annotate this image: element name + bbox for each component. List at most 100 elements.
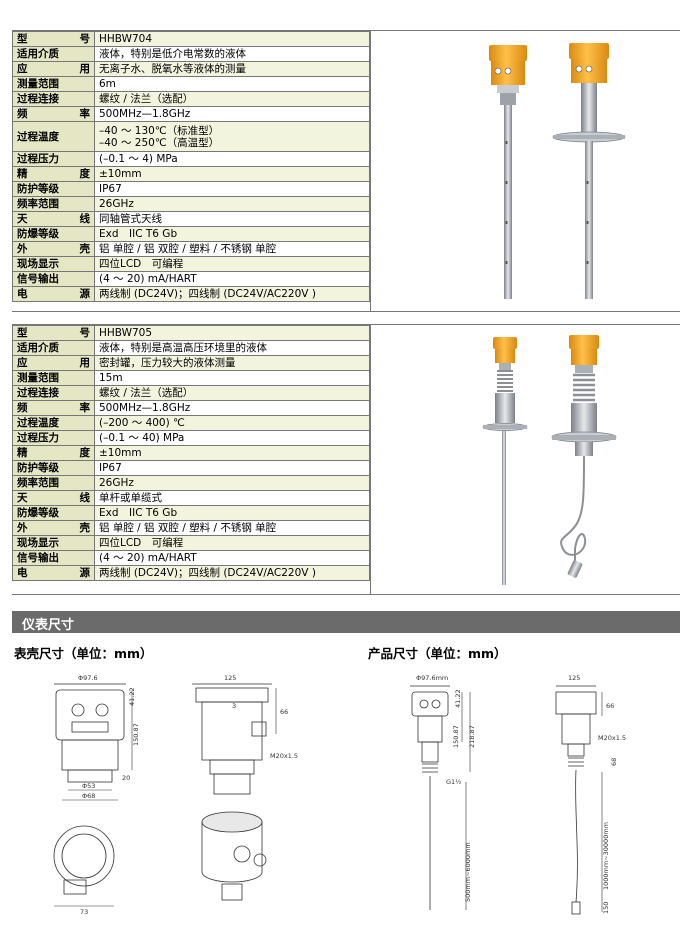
spec-value: (–200 ～ 400) ℃ [94,415,370,431]
gauge-flanged [552,43,626,299]
spec-value: 单杆或单缆式 [94,490,370,506]
product-rod-drawing [410,685,471,910]
spec-value: 同轴管式天线 [94,211,370,227]
dim-label: Φ68 [82,792,95,800]
product-cable-drawing [555,685,603,915]
dim-label: 3 [232,702,236,710]
dim-label: G1½ [446,778,461,786]
dim-label: Φ97.6 [78,674,98,682]
spec-value: HHBW704 [94,31,370,47]
spec-value: 15m [94,370,370,386]
spec-value: (4 ～ 20) mA/HART [94,550,370,566]
gauge-cable-type [551,335,617,578]
spec-key: 电 源 [12,286,95,302]
spec-value: HHBW705 [94,325,370,341]
spec-key: 精 度 [12,445,95,461]
spec-value: 铝 单腔 / 铝 双腔 / 塑料 / 不锈钢 单腔 [94,520,370,536]
subhead-product-dimensions: 产品尺寸（单位：mm） [368,646,507,661]
spec-key: 测量范围 [12,370,95,386]
spec-value: 6m [94,76,370,92]
spec-value: 26GHz [94,196,370,212]
spec-key: 频 率 [12,106,95,122]
radar-gauge-illustration [482,335,617,585]
spec-value: 两线制 (DC24V)；四线制 (DC24V/AC220V ) [94,565,370,581]
spec-value: Exd IIC T6 Gb [94,226,370,242]
spec-key: 外 壳 [12,241,95,257]
housing-top-view [53,825,115,907]
spec-value: 四位LCD 可编程 [94,256,370,272]
spec-value: 500MHz—1.8GHz [94,106,370,122]
spec-value: 无离子水、脱氧水等液体的测量 [94,61,370,77]
spec-key: 防护等级 [12,181,95,197]
spec-value: (4 ～ 20) mA/HART [94,271,370,287]
dim-label: 1000mm~30000mm [602,822,610,890]
spec-key: 型 号 [12,31,95,47]
spec-value: 四位LCD 可编程 [94,535,370,551]
spec-value: (–0.1 ～ 40) MPa [94,430,370,446]
spec-value: 螺纹 / 法兰（选配） [94,385,370,401]
spec-key: 现场显示 [12,256,95,272]
spec-value: ±10mm [94,445,370,461]
spec-value: 液体，特别是低介电常数的液体 [94,46,370,62]
subhead-housing-dimensions: 表壳尺寸（单位：mm） [14,646,153,661]
dim-label: 66 [280,708,288,716]
spec-key: 天 线 [12,211,95,227]
spec-value-line: –40 ～ 250℃（高温型） [99,136,220,149]
housing-3d-view [201,811,267,901]
spec-key: 频 率 [12,400,95,416]
spec-value: 液体，特别是高温高压环境里的液体 [94,340,370,356]
spec-key: 天 线 [12,490,95,506]
dim-label: M20x1.5 [598,734,626,742]
spec-key: 过程温度 [12,415,95,431]
housing-front-view [54,683,133,801]
dim-label: 68 [610,758,618,766]
dim-label: 150 [602,902,610,914]
spec-key: 精 度 [12,166,95,182]
gauge-rod-type [482,337,528,585]
dim-label: 150.87 [132,723,140,746]
spec-value: 两线制 (DC24V)；四线制 (DC24V/AC220V ) [94,286,370,302]
spec-key: 防爆等级 [12,226,95,242]
section-header-dimensions: 仪表尺寸 [12,611,680,633]
spec-value: Exd IIC T6 Gb [94,505,370,521]
spec-key: 适用介质 [12,340,95,356]
dim-label: 41.22 [454,689,462,708]
spec-key: 过程压力 [12,151,95,167]
dim-label: 150.87 [452,725,460,748]
spec-value: 螺纹 / 法兰（选配） [94,91,370,107]
dim-label: 125 [224,674,236,682]
spec-key: 外 壳 [12,520,95,536]
spec-value-multiline: –40 ～ 130℃（标准型）–40 ～ 250℃（高温型） [94,121,370,152]
spec-value: (–0.1 ～ 4) MPa [94,151,370,167]
dim-label: 41.22 [128,687,136,706]
dim-label: 218.87 [468,725,476,748]
spec-key: 防护等级 [12,460,95,476]
spec-value: 500MHz—1.8GHz [94,400,370,416]
dim-label: 66 [606,702,614,710]
dim-label: 73 [80,908,88,916]
section-title: 仪表尺寸 [22,618,75,633]
spec-key: 过程压力 [12,430,95,446]
spec-value: ±10mm [94,166,370,182]
spec-value: IP67 [94,460,370,476]
spec-key: 信号输出 [12,271,95,287]
housing-side-view [192,683,277,795]
spec-key: 测量范围 [12,76,95,92]
spec-key: 过程连接 [12,385,95,401]
spec-key: 电 源 [12,565,95,581]
dim-label: 500mm~6000mm [464,842,472,902]
spec-key: 防爆等级 [12,505,95,521]
spec-value: IP67 [94,181,370,197]
dim-label: M20x1.5 [270,752,298,760]
dim-label: Φ97.6mm [416,674,448,682]
spec-key: 应 用 [12,355,95,371]
spec-value: 铝 单腔 / 铝 双腔 / 塑料 / 不锈钢 单腔 [94,241,370,257]
gauge-threaded [489,45,527,299]
spec-key: 频率范围 [12,196,95,212]
radar-gauge-illustration [489,43,626,299]
housing-drawings: Φ97.6 41.22 150.87 20 Φ53 Φ68 125 3 66 M… [53,674,298,916]
product-photo-hhbw704 [370,31,680,311]
